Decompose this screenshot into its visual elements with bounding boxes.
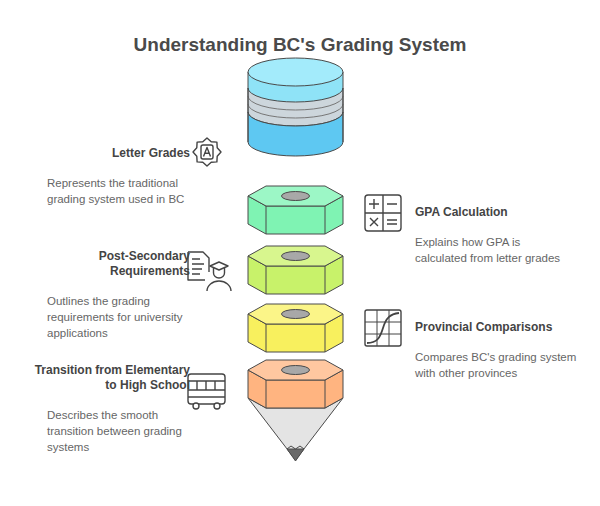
calculator-symbols: [369, 199, 397, 226]
badge-icon: [193, 138, 221, 166]
bus-icon: [188, 374, 225, 409]
segment-top: [248, 360, 343, 380]
item-heading: Post-Secondary Requirements: [25, 249, 190, 279]
segment-hole: [282, 192, 310, 201]
graduate-cap: [210, 262, 228, 270]
segment-facet: [325, 206, 326, 234]
graduate-head: [214, 268, 225, 278]
segment-facet: [266, 324, 267, 352]
item-description: Represents the traditional grading syste…: [47, 175, 197, 207]
item-label-block: Transition from Elementary to High Schoo…: [25, 363, 190, 455]
eraser-edge: [248, 72, 249, 142]
tip-zigzag: [287, 446, 304, 449]
chart-curve: [367, 313, 399, 343]
eraser-lower: [248, 112, 343, 156]
document-lines: [192, 259, 204, 274]
diagram-title: Understanding BC's Grading System: [0, 33, 600, 57]
item-label-block: GPA CalculationExplains how GPA is calcu…: [415, 205, 590, 266]
eraser-stripe: [248, 104, 343, 118]
segment-top: [248, 186, 343, 206]
segment-facet: [266, 206, 267, 234]
segment-facet: [325, 266, 326, 294]
segment-facet: [325, 324, 326, 352]
segment-hole: [282, 252, 310, 261]
item-label-block: Post-Secondary RequirementsOutlines the …: [25, 249, 190, 341]
graduate-shoulders: [207, 281, 231, 291]
bus-wheel: [193, 403, 199, 409]
calculator-icon: [365, 195, 401, 231]
bus-windows: [188, 381, 225, 390]
tip-lead: [287, 449, 304, 461]
segment-facet: [325, 380, 326, 408]
pencil-segment: [248, 304, 343, 352]
segment-top: [248, 246, 343, 266]
item-heading: Transition from Elementary to High Schoo…: [25, 363, 190, 393]
pencil-segment: [248, 186, 343, 234]
bus-wheel: [214, 403, 220, 409]
chart-icon: [365, 310, 401, 346]
calculator-grid: [365, 195, 401, 231]
segment-facet: [266, 380, 267, 408]
item-description: Compares BC's grading system with other …: [415, 349, 587, 381]
eraser-top: [248, 58, 343, 86]
item-label-block: Letter GradesRepresents the traditional …: [25, 146, 190, 207]
chart-grid: [365, 310, 401, 346]
eraser-edge: [343, 72, 344, 142]
graduate-icon: [188, 252, 231, 291]
segment-hole: [282, 366, 310, 375]
badge-star: [193, 138, 221, 166]
pencil-segment: [248, 246, 343, 294]
pencil-segment: [248, 360, 343, 408]
eraser-stripe: [248, 96, 343, 110]
item-description: Outlines the grading requirements for un…: [47, 293, 197, 341]
bus-trim: [188, 396, 225, 397]
item-heading: Provincial Comparisons: [415, 320, 590, 335]
item-description: Explains how GPA is calculated from lett…: [415, 234, 565, 266]
bus-body: [188, 374, 225, 404]
badge-glyph: [204, 148, 211, 157]
document-outline: [188, 252, 209, 280]
eraser-cylinder: [248, 58, 343, 156]
eraser-band: [248, 88, 343, 126]
item-heading: Letter Grades: [25, 146, 190, 161]
item-label-block: Provincial ComparisonsCompares BC's grad…: [415, 320, 590, 381]
badge-box: [201, 145, 213, 159]
item-heading: GPA Calculation: [415, 205, 590, 220]
segment-top: [248, 304, 343, 324]
segment-hole: [282, 310, 310, 319]
segment-facet: [266, 266, 267, 294]
calculator-frame: [365, 195, 401, 231]
chart-frame: [365, 310, 401, 346]
item-description: Describes the smooth transition between …: [47, 407, 197, 455]
